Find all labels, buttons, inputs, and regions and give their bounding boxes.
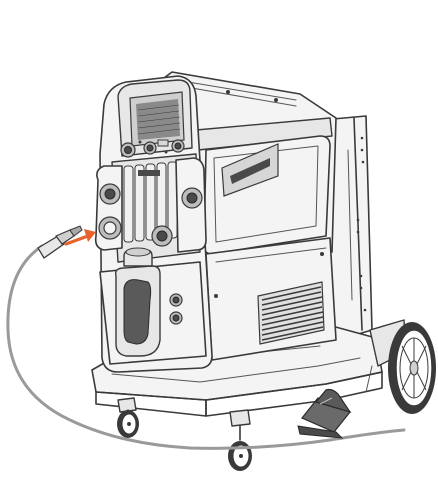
control-panel (120, 91, 185, 158)
earth-clamp (297, 388, 352, 439)
front-connectors (94, 153, 207, 263)
casters (117, 397, 252, 471)
arrow-right-icon (64, 229, 96, 246)
trolley-handle (287, 7, 423, 125)
cable (6, 244, 406, 450)
wheels (388, 322, 436, 414)
ventilation-grille (257, 281, 325, 345)
front-face (94, 75, 213, 373)
cable-plug (37, 225, 83, 259)
